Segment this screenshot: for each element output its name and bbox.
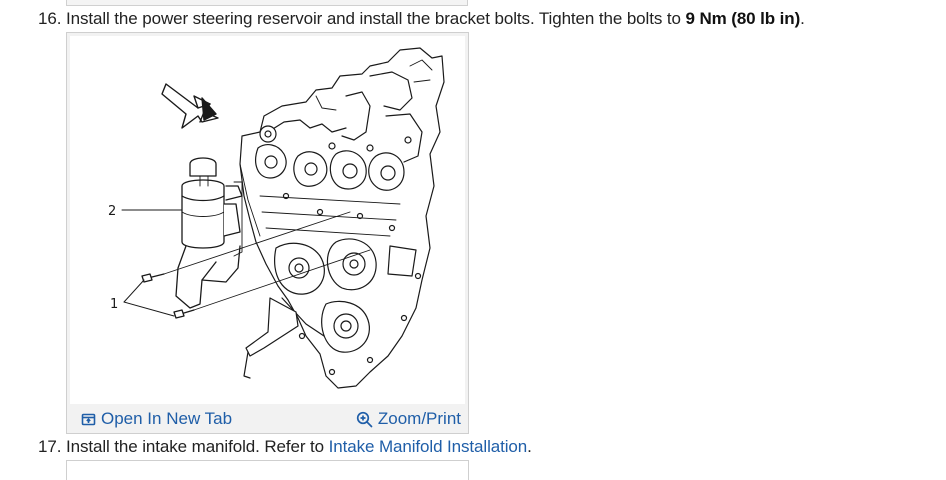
- step-17: 17. Install the intake manifold. Refer t…: [38, 436, 532, 458]
- power-steering-reservoir: [175, 157, 243, 309]
- previous-figure-frame: [66, 0, 468, 6]
- step-16-text: Install the power steering reservoir and…: [61, 9, 686, 28]
- next-figure-frame: [66, 460, 469, 480]
- torque-spec: 9 Nm (80 lb in): [685, 9, 801, 28]
- step-17-text: Install the intake manifold. Refer to: [61, 437, 329, 456]
- zoom-print-button[interactable]: Zoom/Print: [356, 409, 461, 429]
- engine-block: [239, 47, 445, 389]
- open-in-new-tab-button[interactable]: Open In New Tab: [81, 409, 232, 429]
- direction-arrow-icon: [161, 83, 219, 129]
- step-17-text-end: .: [527, 437, 532, 456]
- callout-2: 2: [108, 204, 116, 219]
- figure-toolbar: Open In New Tab Zoom/Print: [67, 405, 468, 433]
- step-16-text-end: .: [800, 9, 805, 28]
- intake-manifold-installation-link[interactable]: Intake Manifold Installation: [328, 437, 528, 456]
- step-17-number: 17.: [38, 437, 62, 456]
- zoom-in-icon: [356, 411, 373, 427]
- open-in-new-tab-label: Open In New Tab: [101, 409, 233, 428]
- figure-power-steering-reservoir: 2 1 Open In New Tab Zoom/Print: [66, 32, 469, 434]
- lower-bracket: [243, 297, 299, 379]
- engine-illustration[interactable]: 2 1: [70, 36, 465, 404]
- callout-leaders: [121, 209, 371, 317]
- step-16: 16. Install the power steering reservoir…: [38, 8, 805, 30]
- zoom-print-label: Zoom/Print: [377, 409, 461, 428]
- open-new-tab-icon: [81, 413, 96, 425]
- engine-line-drawing: 2 1: [108, 47, 445, 389]
- step-16-number: 16.: [38, 9, 62, 28]
- callout-1: 1: [110, 297, 118, 312]
